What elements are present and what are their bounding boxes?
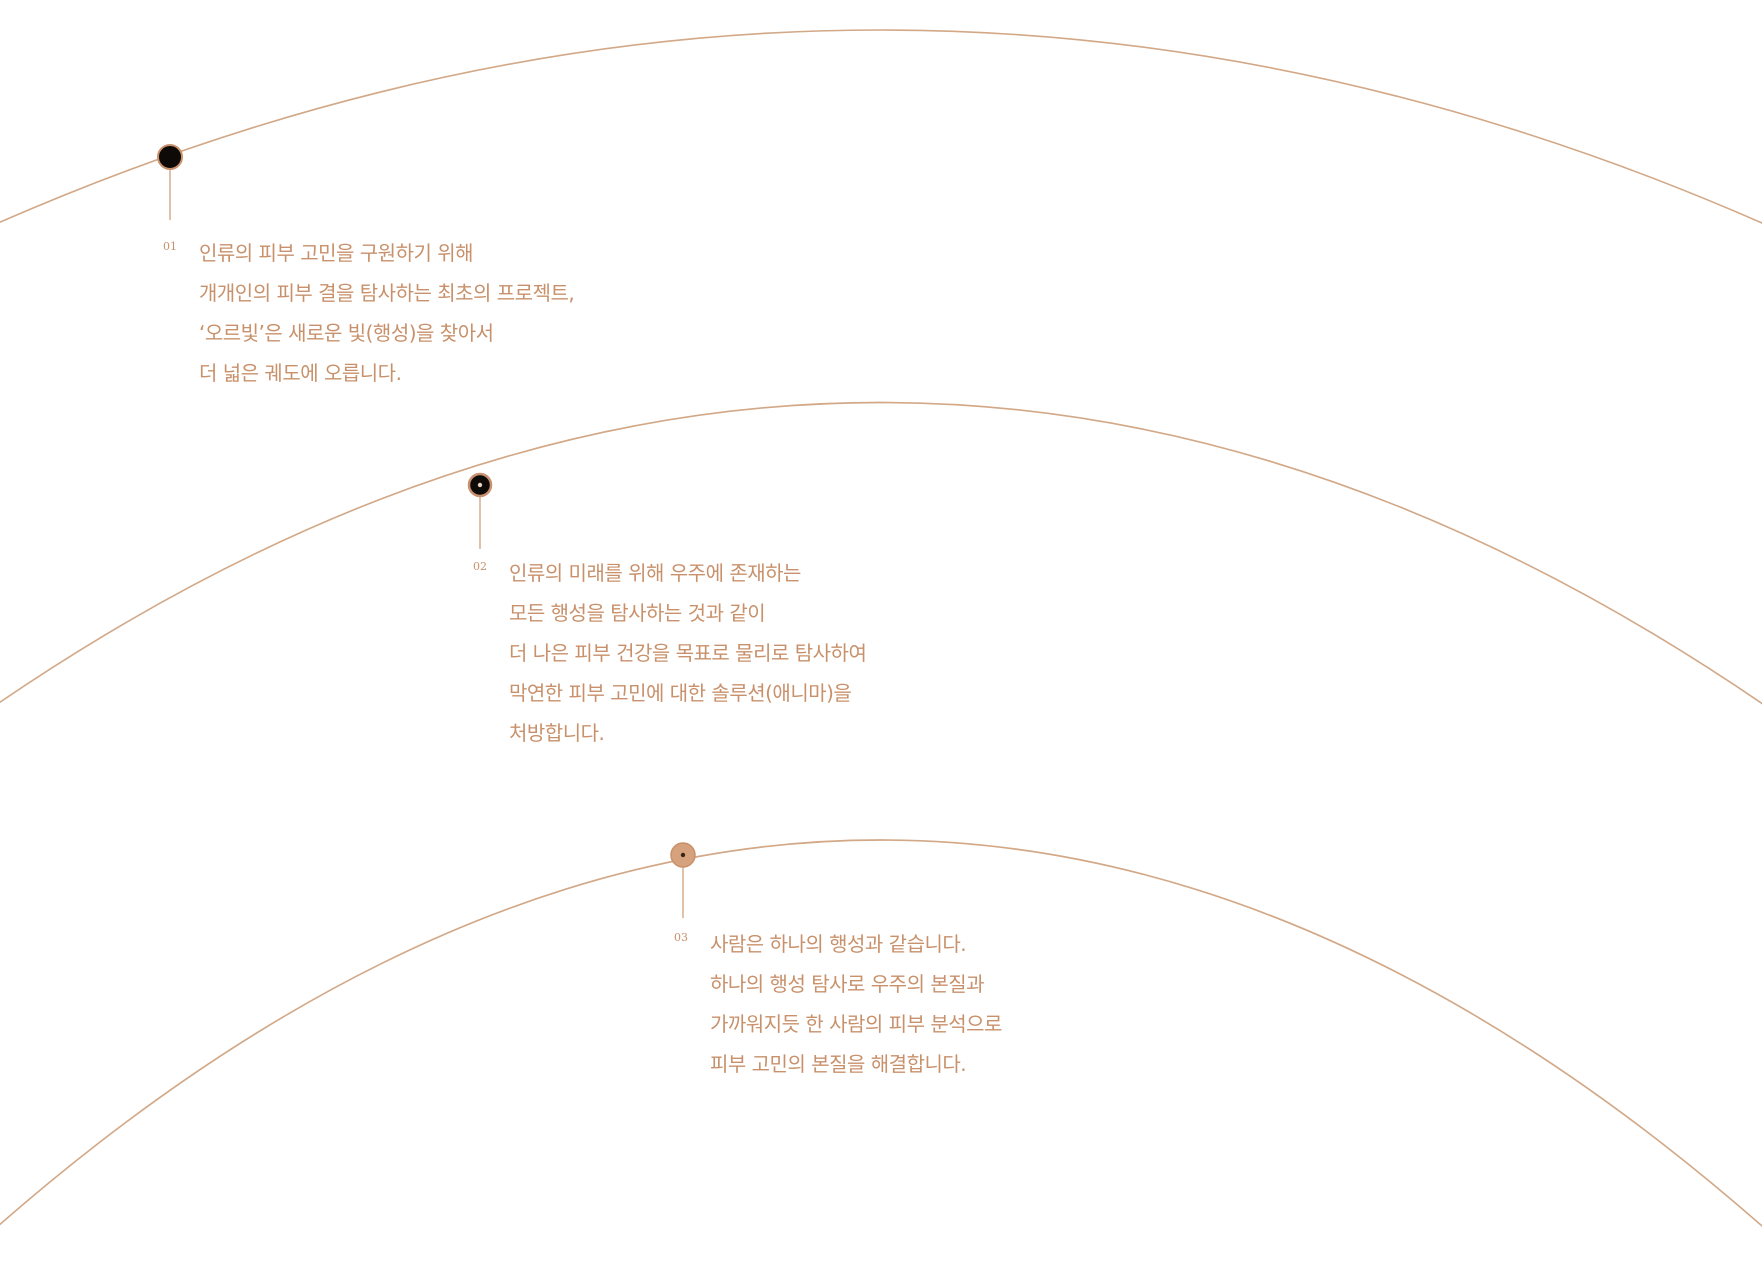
orbit-arc-3 [0,839,1762,1228]
planet-core-3 [680,852,686,858]
story-line: 모든 행성을 탐사하는 것과 같이 [509,601,766,625]
planet-marker-1 [157,144,183,220]
story-line: 막연한 피부 고민에 대한 솔루션(애니마)을 [509,681,852,705]
planet-marker-2 [467,472,493,549]
story-line: 인류의 피부 고민을 구원하기 위해 [199,241,474,265]
orbit-arc-1 [0,29,1762,224]
section-number: 02 [473,560,487,573]
orbit-arc-2 [0,401,1762,705]
section-number: 03 [674,931,688,944]
story-line: ‘오르빛’은 새로운 빛(행성)을 찾아서 [199,321,494,345]
story-text: 인류의 미래를 위해 우주에 존재하는 모든 행성을 탐사하는 것과 같이 더 … [509,553,867,753]
planet-core-2 [477,482,483,488]
section-number: 01 [163,240,177,253]
story-line: 더 넓은 궤도에 오릅니다. [199,361,402,385]
story-line: 가까워지듯 한 사람의 피부 분석으로 [710,1012,1002,1036]
story-line: 더 나은 피부 건강을 목표로 물리로 탐사하여 [509,641,867,665]
story-text: 사람은 하나의 행성과 같습니다. 하나의 행성 탐사로 우주의 본질과 가까워… [710,924,1002,1084]
story-text: 인류의 피부 고민을 구원하기 위해 개개인의 피부 결을 탐사하는 최초의 프… [199,233,575,393]
story-line: 처방합니다. [509,721,605,745]
planet-marker-3 [670,842,696,918]
story-line: 하나의 행성 탐사로 우주의 본질과 [710,972,985,996]
planet-dot-1 [157,144,183,170]
story-line: 개개인의 피부 결을 탐사하는 최초의 프로젝트, [199,281,575,305]
story-line: 인류의 미래를 위해 우주에 존재하는 [509,561,801,585]
story-line: 피부 고민의 본질을 해결합니다. [710,1052,967,1076]
story-line: 사람은 하나의 행성과 같습니다. [710,932,967,956]
